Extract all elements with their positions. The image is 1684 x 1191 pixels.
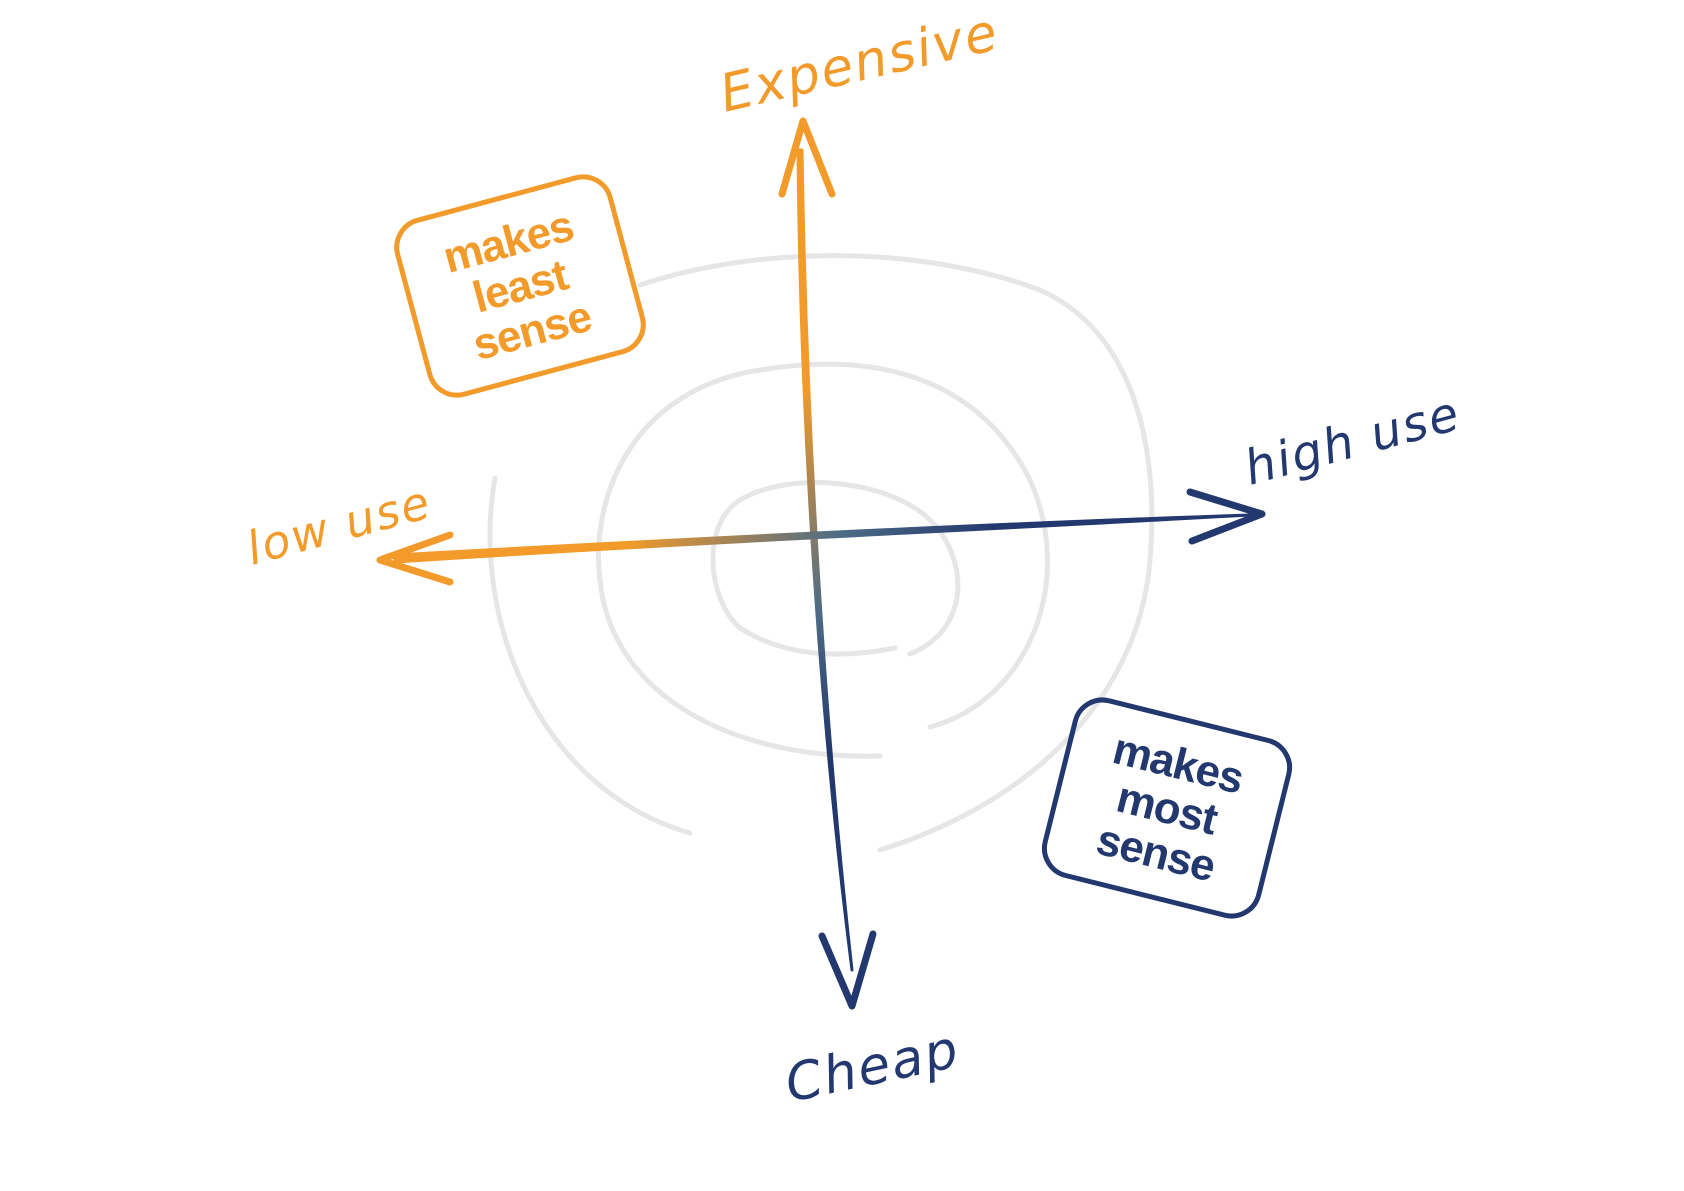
label-expensive: Expensive <box>714 2 1004 124</box>
arrowhead-right-icon <box>1186 488 1266 545</box>
spiral-background <box>487 253 1155 853</box>
label-cheap: Cheap <box>780 1019 965 1114</box>
arrowhead-up-icon <box>778 117 836 198</box>
spiral-inner-ring <box>710 480 961 657</box>
label-high-use: high use <box>1239 385 1467 496</box>
quadrant-box-least-sense: makes least sense <box>394 174 646 398</box>
spiral-left-arc <box>487 475 693 836</box>
cost-axis-line <box>796 148 854 972</box>
quadrant-box-most-sense-border <box>1041 697 1293 919</box>
arrowhead-down-icon <box>818 930 877 1010</box>
spiral-middle-ring <box>596 361 1050 759</box>
usage-axis <box>376 488 1266 586</box>
cost-axis <box>778 117 877 1010</box>
usage-axis-line <box>393 513 1252 564</box>
spiral-outer-ring <box>637 253 1155 853</box>
arrowhead-left-icon <box>376 531 454 586</box>
quadrant-box-least-sense-border <box>394 174 646 398</box>
